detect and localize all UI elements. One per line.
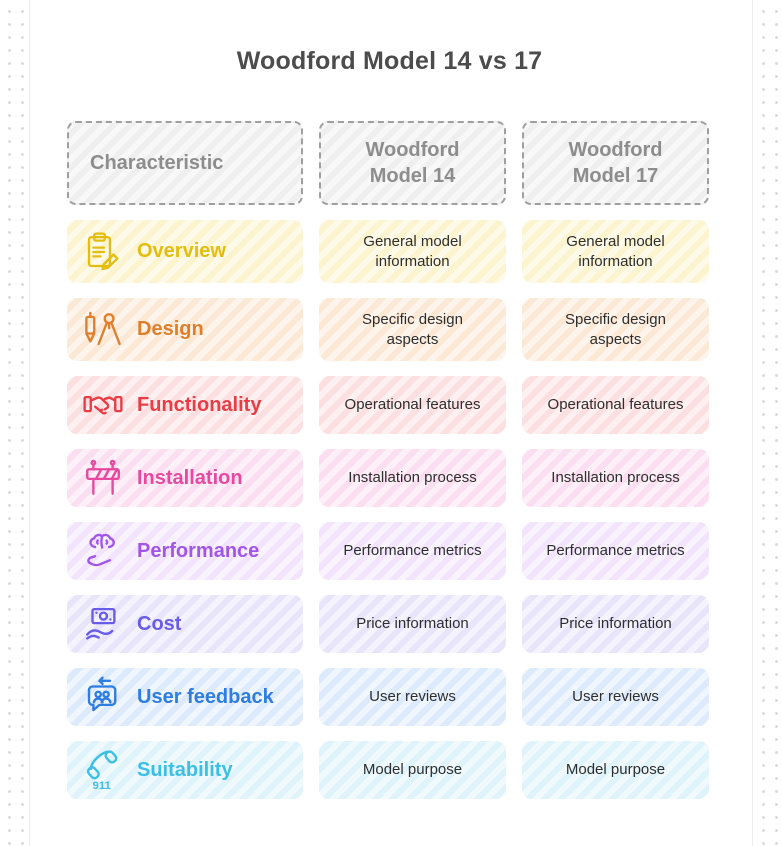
row-label-suitability: 911 Suitability <box>67 741 303 799</box>
cell-functionality-model17: Operational features <box>522 376 709 434</box>
cell-user-feedback-model17: User reviews <box>522 668 709 726</box>
cell-functionality-model14: Operational features <box>319 376 506 434</box>
page-title: Woodford Model 14 vs 17 <box>236 47 543 75</box>
column-header-model17: Woodford Model 17 <box>522 121 709 205</box>
row-label-text: Installation <box>137 466 243 489</box>
diagram-canvas: Woodford Model 14 vs 17 Characteristic W… <box>29 0 753 846</box>
cell-suitability-model17: Model purpose <box>522 741 709 799</box>
cell-suitability-model14: Model purpose <box>319 741 506 799</box>
cell-cost-model14: Price information <box>319 595 506 653</box>
cell-design-model14: Specific design aspects <box>319 298 506 361</box>
row-installation: Installation Installation process Installa… <box>67 449 709 507</box>
clipboard-pencil-icon <box>82 231 124 273</box>
row-user-feedback: User feedback User reviews User reviews <box>67 668 709 726</box>
cell-performance-model14: Performance metrics <box>319 522 506 580</box>
row-label-text: Functionality <box>137 393 262 416</box>
cell-overview-model17: General model information <box>522 220 709 283</box>
column-header-characteristic: Characteristic <box>67 121 303 205</box>
row-label-text: Overview <box>137 240 226 262</box>
row-suitability: 911 Suitability Model purpose Model purpose <box>67 741 709 799</box>
row-label-user-feedback: User feedback <box>67 668 303 726</box>
column-header-label: Woodford Model 17 <box>568 139 663 187</box>
row-label-text: Design <box>137 318 204 340</box>
row-label-functionality: Functionality <box>67 376 303 434</box>
money-hand-icon <box>82 603 124 645</box>
column-header-label: Characteristic <box>90 152 224 174</box>
row-functionality: Functionality Operational features Operati… <box>67 376 709 434</box>
header-row: Characteristic Woodford Model 14 Woodfor… <box>67 121 709 205</box>
row-cost: Cost Price information Price information <box>67 595 709 653</box>
row-label-cost: Cost <box>67 595 303 653</box>
svg-text:911: 911 <box>93 780 111 791</box>
chat-users-icon <box>82 676 124 718</box>
brain-hand-icon <box>82 530 124 572</box>
phone-911-icon: 911 <box>82 749 124 791</box>
comparison-rows: Overview General model information General… <box>67 220 712 799</box>
row-design: Design Specific design aspects Specific de… <box>67 298 709 361</box>
row-label-text: User feedback <box>137 685 274 708</box>
cell-installation-model17: Installation process <box>522 449 709 507</box>
handshake-icon <box>82 384 124 426</box>
row-label-performance: Performance <box>67 522 303 580</box>
row-label-text: Suitability <box>137 758 233 781</box>
row-label-text: Performance <box>137 539 260 562</box>
cell-installation-model14: Installation process <box>319 449 506 507</box>
cell-design-model17: Specific design aspects <box>522 298 709 361</box>
row-label-design: Design <box>67 298 303 361</box>
row-label-text: Cost <box>137 612 182 635</box>
cell-performance-model17: Performance metrics <box>522 522 709 580</box>
barricade-icon <box>82 457 124 499</box>
cell-overview-model14: General model information <box>319 220 506 283</box>
row-overview: Overview General model information General… <box>67 220 709 283</box>
row-performance: Performance Performance metrics Performanc… <box>67 522 709 580</box>
cell-user-feedback-model14: User reviews <box>319 668 506 726</box>
row-label-installation: Installation <box>67 449 303 507</box>
column-header-model14: Woodford Model 14 <box>319 121 506 205</box>
row-label-overview: Overview <box>67 220 303 283</box>
column-header-label: Woodford Model 14 <box>365 139 460 187</box>
drafting-compass-icon <box>82 309 124 351</box>
cell-cost-model17: Price information <box>522 595 709 653</box>
